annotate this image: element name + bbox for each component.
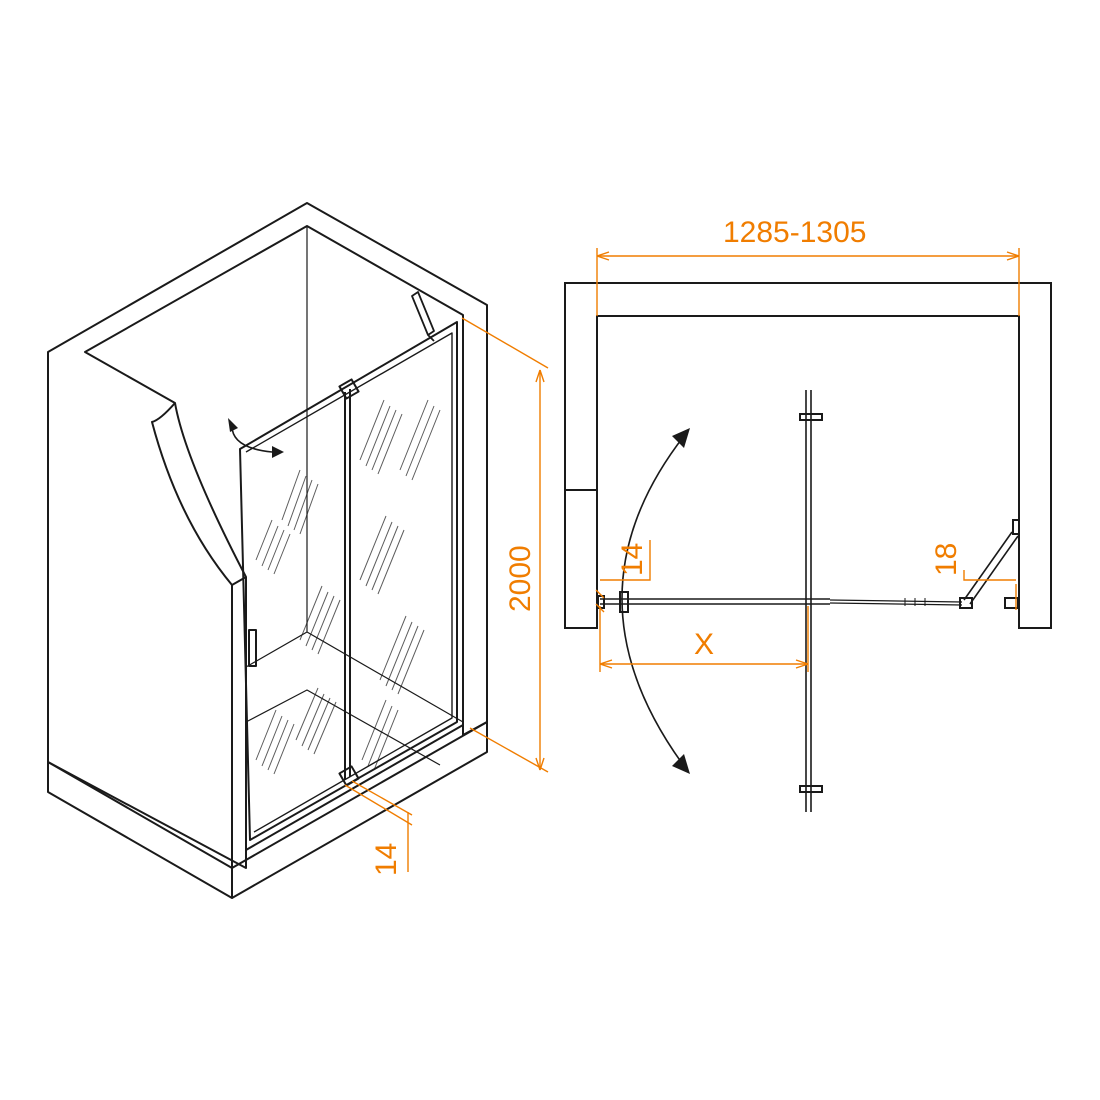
door-distance-label: X xyxy=(694,628,714,661)
plan-thick-left-ext xyxy=(600,540,651,581)
plan-width-arrow-left xyxy=(596,251,610,261)
iso-swing-arrow xyxy=(231,425,273,453)
plan-view xyxy=(564,282,1052,812)
iso-dimensions xyxy=(344,317,549,872)
plan-swing-arrow-top xyxy=(672,428,690,448)
iso-height-arrow-bottom xyxy=(535,757,545,771)
iso-door-handle xyxy=(248,629,257,667)
plan-dimensions xyxy=(595,248,1020,672)
iso-thick-ext-2 xyxy=(351,780,413,816)
iso-base-top-edge xyxy=(245,724,464,851)
plan-open-door xyxy=(805,390,812,812)
iso-swing-arrow-head-top xyxy=(228,418,238,432)
glass-reflections-right xyxy=(359,399,441,771)
iso-height-arrow-top xyxy=(535,369,545,383)
iso-thick-ext-1 xyxy=(344,784,413,826)
iso-floor-line xyxy=(245,689,441,766)
plan-offset-ext xyxy=(963,570,1016,581)
plan-open-door-hinge-bottom xyxy=(799,785,823,793)
plan-glass-ticks xyxy=(904,598,926,606)
iso-door-frame xyxy=(239,321,458,841)
iso-stabilizer-bar xyxy=(411,291,435,342)
plan-wall-clamp xyxy=(597,595,605,609)
iso-thickness-label: 14 xyxy=(370,843,403,876)
iso-base xyxy=(47,761,233,899)
isometric-view xyxy=(47,202,488,899)
iso-left-wall-front xyxy=(151,402,247,586)
plan-width-arrow-right xyxy=(1006,251,1020,261)
plan-right-clamp xyxy=(1004,597,1019,609)
plan-x-arrow-left xyxy=(599,659,613,669)
plan-x-arrow-right xyxy=(795,659,809,669)
plan-wall-profile xyxy=(619,591,629,613)
iso-base-front xyxy=(231,721,488,899)
plan-stabilizer-clamp xyxy=(1012,519,1020,535)
plan-swing-arc xyxy=(621,435,685,767)
glass-reflections-left xyxy=(255,469,341,775)
iso-outer-wall xyxy=(47,202,488,869)
plan-stabilizer xyxy=(963,531,1019,605)
width-dimension-label: 1285-1305 xyxy=(723,216,866,249)
plan-fixed-glass xyxy=(829,599,963,606)
plan-thickness-label: 14 xyxy=(616,543,649,576)
iso-height-ext-top xyxy=(461,317,549,369)
iso-door-split xyxy=(344,389,351,780)
height-dimension-label: 2000 xyxy=(504,545,537,612)
plan-door-glass xyxy=(600,598,830,605)
offset-dimension-label: 18 xyxy=(930,543,963,576)
plan-stabilizer-joint xyxy=(959,597,973,609)
iso-swing-arrow-head-right xyxy=(272,446,284,458)
plan-thick-left-mark xyxy=(595,589,605,613)
iso-hinge-top xyxy=(338,378,360,400)
plan-open-door-hinge-top xyxy=(799,413,823,421)
plan-swing-arrow-bottom xyxy=(672,754,690,774)
iso-inner-corner xyxy=(245,226,464,723)
iso-height-ext-bottom xyxy=(469,727,549,773)
